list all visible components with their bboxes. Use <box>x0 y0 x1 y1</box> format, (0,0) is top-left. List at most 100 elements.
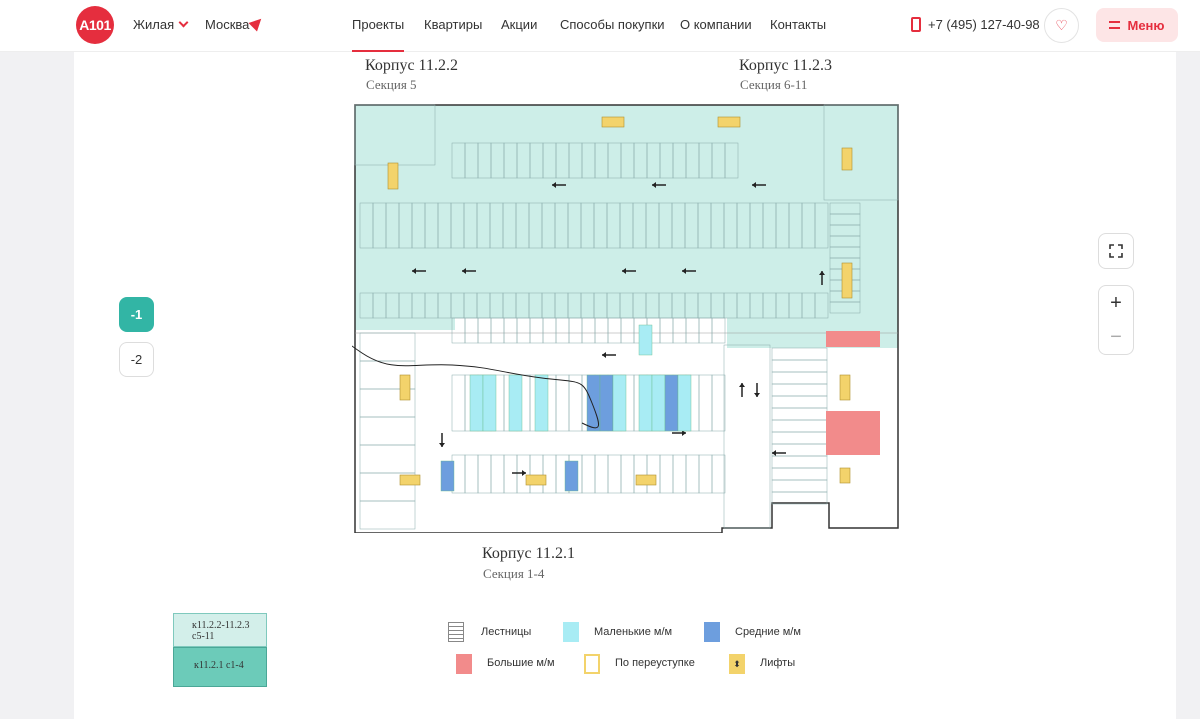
parking-space[interactable] <box>672 454 687 494</box>
parking-space[interactable] <box>638 374 653 432</box>
nav-projects[interactable]: Проекты <box>352 17 405 32</box>
parking-space[interactable] <box>534 374 549 432</box>
parking-space[interactable] <box>464 317 479 344</box>
parking-space[interactable] <box>826 411 880 455</box>
parking-space[interactable] <box>672 317 687 344</box>
parking-space[interactable] <box>599 374 614 432</box>
parking-space[interactable] <box>698 454 713 494</box>
parking-space[interactable] <box>698 374 713 432</box>
parking-space[interactable] <box>581 317 596 344</box>
parking-space[interactable] <box>771 467 828 481</box>
parking-space[interactable] <box>771 479 828 493</box>
parking-space[interactable] <box>771 455 828 469</box>
parking-space[interactable] <box>646 454 661 494</box>
city-selector[interactable]: Москва <box>205 17 250 32</box>
phone-link[interactable]: +7 (495) 127-40-98 <box>928 17 1040 32</box>
minimap-top-zone[interactable] <box>173 613 267 647</box>
logo[interactable]: A101 <box>76 6 114 44</box>
menu-button[interactable]: Меню <box>1096 8 1178 42</box>
parking-space[interactable] <box>503 454 518 494</box>
parking-space[interactable] <box>469 374 484 432</box>
scribble-annotation <box>352 345 600 429</box>
parking-space[interactable] <box>612 374 627 432</box>
parking-space[interactable] <box>685 317 700 344</box>
parking-space[interactable] <box>594 454 609 494</box>
parking-space[interactable] <box>555 317 570 344</box>
parking-space[interactable] <box>490 317 505 344</box>
parking-space[interactable] <box>771 419 828 433</box>
parking-space[interactable] <box>482 374 497 432</box>
parking-space[interactable] <box>620 454 635 494</box>
nav-promotions[interactable]: Акции <box>501 17 538 32</box>
traffic-arrows <box>412 182 825 476</box>
parking-space[interactable] <box>477 317 492 344</box>
parking-space[interactable] <box>771 407 828 421</box>
parking-space[interactable] <box>607 317 622 344</box>
lift-markers <box>387 116 853 486</box>
parking-space[interactable] <box>771 347 828 361</box>
parking-space[interactable] <box>771 431 828 445</box>
parking-space[interactable] <box>771 359 828 373</box>
parking-space[interactable] <box>464 454 479 494</box>
parking-space[interactable] <box>651 374 666 432</box>
zoom-in-button[interactable]: + <box>1110 291 1122 314</box>
nav-about[interactable]: О компании <box>680 17 752 32</box>
parking-space[interactable] <box>568 317 583 344</box>
zoom-out-button[interactable]: − <box>1110 325 1122 348</box>
parking-space[interactable] <box>594 317 609 344</box>
parking-space[interactable] <box>771 395 828 409</box>
parking-space[interactable] <box>529 454 544 494</box>
favorites-button[interactable]: ♡ <box>1044 8 1079 43</box>
room <box>823 104 899 201</box>
nav-contacts[interactable]: Контакты <box>770 17 827 32</box>
parking-space[interactable] <box>711 374 726 432</box>
colored-spaces[interactable] <box>440 324 880 492</box>
parking-space[interactable] <box>451 374 466 432</box>
legend-lift-swatch: ⬍ <box>729 654 745 674</box>
ramp <box>723 344 771 529</box>
minimap-bottom-zone[interactable] <box>173 647 267 687</box>
parking-space[interactable] <box>516 317 531 344</box>
parking-spaces[interactable] <box>354 104 899 530</box>
nav-apartments[interactable]: Квартиры <box>424 17 483 32</box>
parking-space[interactable] <box>771 371 828 385</box>
parking-floor-plan[interactable] <box>352 103 900 533</box>
parking-space[interactable] <box>477 454 492 494</box>
floor-minus-1-button[interactable]: -1 <box>119 297 154 332</box>
parking-space[interactable] <box>664 374 679 432</box>
parking-space[interactable] <box>503 317 518 344</box>
parking-space[interactable] <box>508 374 523 432</box>
parking-space[interactable] <box>771 383 828 397</box>
parking-space[interactable] <box>440 460 455 492</box>
nav-purchase-methods[interactable]: Способы покупки <box>560 17 665 32</box>
parking-space[interactable] <box>814 202 829 249</box>
parking-space[interactable] <box>724 142 739 179</box>
building-minimap[interactable]: к11.2.2-11.2.3 с5-11 к11.2.1 с1-4 <box>173 613 267 687</box>
parking-space[interactable] <box>581 454 596 494</box>
parking-space[interactable] <box>826 331 880 347</box>
parking-space[interactable] <box>529 317 544 344</box>
parking-space[interactable] <box>698 317 713 344</box>
parking-space[interactable] <box>829 301 861 314</box>
parking-space[interactable] <box>542 454 557 494</box>
parking-space[interactable] <box>711 317 726 344</box>
parking-space[interactable] <box>490 454 505 494</box>
parking-space[interactable] <box>607 454 622 494</box>
parking-space[interactable] <box>711 454 726 494</box>
parking-space[interactable] <box>771 491 828 505</box>
parking-space[interactable] <box>620 317 635 344</box>
parking-space[interactable] <box>814 292 829 319</box>
parking-space[interactable] <box>677 374 692 432</box>
parking-space[interactable] <box>771 443 828 457</box>
parking-space[interactable] <box>685 454 700 494</box>
type-filter-dropdown[interactable]: Жилая <box>133 17 189 32</box>
parking-space[interactable] <box>542 317 557 344</box>
fullscreen-button[interactable] <box>1098 233 1134 269</box>
parking-space[interactable] <box>659 454 674 494</box>
parking-space[interactable] <box>555 374 570 432</box>
parking-space[interactable] <box>564 460 579 492</box>
parking-space[interactable] <box>633 454 648 494</box>
floor-minus-2-button[interactable]: -2 <box>119 342 154 377</box>
parking-space[interactable] <box>659 317 674 344</box>
parking-space[interactable] <box>638 324 653 356</box>
